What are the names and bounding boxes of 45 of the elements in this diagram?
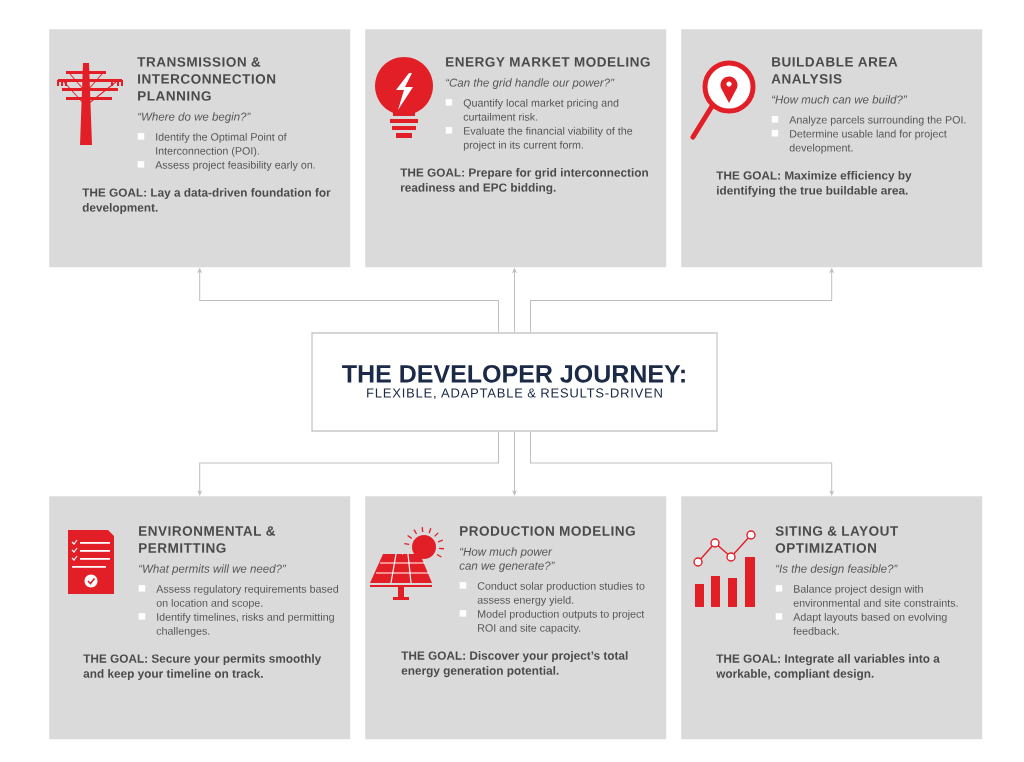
arrow xyxy=(197,431,499,496)
question-text: “How much can we build?” xyxy=(772,95,908,104)
goal-text: THE GOAL: Secure your permits smoothly and keep your timeline on track. xyxy=(83,654,322,681)
question-text: “Can the grid handle our power?” xyxy=(446,78,615,89)
card-heading: ENVIRONMENTAL & PERMITTING xyxy=(139,526,276,553)
goal-text: THE GOAL: Prepare for grid interconnection readiness and EPC bidding. xyxy=(400,168,648,195)
bullet-text: Identify the Optimal Point of Interconnection (POI). xyxy=(156,132,287,157)
arrow xyxy=(197,268,499,333)
info-card xyxy=(365,29,667,268)
bullet-text: Balance project design with environmental and site constraints. xyxy=(793,584,958,607)
bullet-text: Assess project feasibility early on. xyxy=(155,160,315,171)
bullet-text: Identify timelines, risks and permitting challenges. xyxy=(156,612,334,637)
arrow xyxy=(530,268,834,333)
question-text: “Is the design feasible?” xyxy=(776,564,898,575)
question-text: “How much power can we generate?” xyxy=(459,547,555,572)
arrow xyxy=(512,268,517,333)
goal-text: THE GOAL: Maximize efficiency by identifying the true buildable area. xyxy=(716,170,912,197)
card-heading: TRANSMISSION & INTERCONNECTION PLANNING xyxy=(137,57,276,101)
info-card xyxy=(49,29,351,268)
info-card xyxy=(365,496,667,740)
bullet-text: Conduct solar production studies to assess energy yield. xyxy=(477,581,645,606)
goal-text: THE GOAL: Lay a data-driven foundation for development. xyxy=(82,188,331,215)
bullet-text: Adapt layouts based on evolving feedback. xyxy=(793,612,947,635)
bullet-text: Evaluate the financial viability of the project in its current form. xyxy=(463,126,633,151)
info-card xyxy=(49,496,351,740)
bullet-text: Assess regulatory requirements based on location and scope. xyxy=(156,584,339,609)
card-heading: SITING & LAYOUT OPTIMIZATION xyxy=(775,526,899,553)
goal-text: THE GOAL: Discover your project’s total energy generation potential. xyxy=(401,651,628,678)
arrow xyxy=(512,431,517,496)
goal-text: THE GOAL: Integrate all variables into a workable, compliant design. xyxy=(716,654,940,681)
arrow xyxy=(530,431,834,496)
info-card xyxy=(681,496,983,740)
title: THE DEVELOPER JOURNEY: xyxy=(342,364,685,383)
bullet-text: Analyze parcels surrounding the POI. xyxy=(789,115,966,126)
card-heading: BUILDABLE AREA ANALYSIS xyxy=(771,57,898,84)
bullet-text: Quantify local market pricing and curtailment risk. xyxy=(463,98,619,121)
card-heading: PRODUCTION MODELING xyxy=(460,526,635,536)
card-heading: ENERGY MARKET MODELING xyxy=(446,57,650,67)
subtitle: FLEXIBLE, ADAPTABLE & RESULTS-DRIVEN xyxy=(367,388,662,400)
bullet-text: Model production outputs to project ROI and site capacity. xyxy=(478,609,645,634)
bullet-text: Determine usable land for project development. xyxy=(789,129,947,154)
question-text: “Where do we begin?” xyxy=(138,112,251,123)
question-text: “What permits will we need?” xyxy=(139,564,287,575)
info-card xyxy=(681,29,983,268)
title-box xyxy=(311,332,718,432)
